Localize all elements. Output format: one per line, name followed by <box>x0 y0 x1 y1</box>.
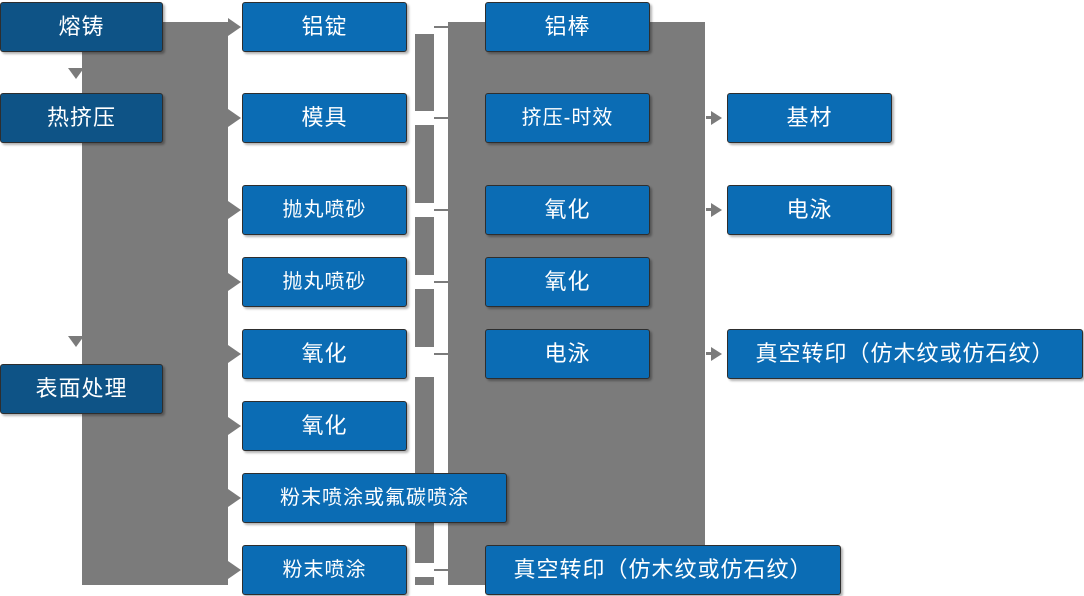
band-inner-gap <box>415 360 434 377</box>
process-label-powder-coating: 粉末喷涂 <box>282 559 367 581</box>
process-label-shotblast-1: 抛丸喷砂 <box>282 199 367 221</box>
process-box-oxidation-3[interactable]: 氧化 <box>485 185 650 235</box>
connector-line-2b <box>434 117 450 119</box>
output-box-substrate[interactable]: 基材 <box>727 93 892 143</box>
process-label-oxidation-2: 氧化 <box>301 413 348 438</box>
final-arrow-2 <box>711 203 722 217</box>
process-label-electrophoresis-1: 电泳 <box>544 341 591 366</box>
process-box-oxidation-2[interactable]: 氧化 <box>242 401 407 451</box>
process-label-ingot: 铝锭 <box>301 14 348 39</box>
final-arrow-stem-3 <box>706 352 715 355</box>
process-label-extrusion-aging: 挤压-时效 <box>521 107 614 129</box>
stage-down-arrow-1 <box>68 68 84 79</box>
final-arrow-stem-2 <box>706 208 715 211</box>
surface-connector <box>163 388 183 390</box>
band-arrow-notch-7 <box>228 489 241 507</box>
band-arrow-notch-2 <box>228 109 241 127</box>
output-label-substrate: 基材 <box>786 105 833 130</box>
band-arrow-notch-5 <box>228 345 241 363</box>
process-label-aluminum-bar: 铝棒 <box>544 14 591 39</box>
process-box-shotblast-2[interactable]: 抛丸喷砂 <box>242 257 407 307</box>
band-left-gap <box>434 22 448 585</box>
band-arrow-notch-4 <box>228 273 241 291</box>
band-arrow-notch-8 <box>228 561 241 579</box>
stage-box-hot-extrusion[interactable]: 热挤压 <box>0 93 163 143</box>
process-label-shotblast-2: 抛丸喷砂 <box>282 271 367 293</box>
process-box-powder-fluorocarbon[interactable]: 粉末喷涂或氟碳喷涂 <box>242 473 507 523</box>
stage-label-surface-treatment: 表面处理 <box>35 376 128 401</box>
output-label-electrophoresis: 电泳 <box>786 197 833 222</box>
process-box-oxidation-4[interactable]: 氧化 <box>485 257 650 307</box>
process-box-extrusion-aging[interactable]: 挤压-时效 <box>485 93 650 143</box>
process-box-aluminum-bar[interactable]: 铝棒 <box>485 2 650 52</box>
stage-box-surface-treatment[interactable]: 表面处理 <box>0 364 163 414</box>
process-label-powder-fluorocarbon: 粉末喷涂或氟碳喷涂 <box>280 487 469 509</box>
process-box-vacuum-transfer-bottom[interactable]: 真空转印（仿木纹或仿石纹） <box>485 545 841 595</box>
process-box-oxidation-1[interactable]: 氧化 <box>242 329 407 379</box>
connector-line-1b <box>434 26 450 28</box>
process-band-inner <box>415 22 434 585</box>
connector-line-4b <box>434 281 450 283</box>
final-arrow-1 <box>711 111 722 125</box>
final-arrow-stem-1 <box>706 116 715 119</box>
final-arrow-3 <box>711 347 722 361</box>
process-label-oxidation-3: 氧化 <box>544 197 591 222</box>
process-label-oxidation-4: 氧化 <box>544 269 591 294</box>
stage-down-arrow-2 <box>68 336 84 347</box>
process-label-vacuum-transfer-bottom: 真空转印（仿木纹或仿石纹） <box>513 557 813 582</box>
band-arrow-notch-3 <box>228 201 241 219</box>
connector-line-5b <box>434 353 450 355</box>
connector-line-3b <box>434 209 450 211</box>
process-box-powder-coating[interactable]: 粉末喷涂 <box>242 545 407 595</box>
output-label-vacuum-transfer: 真空转印（仿木纹或仿石纹） <box>755 341 1055 366</box>
process-box-electrophoresis-1[interactable]: 电泳 <box>485 329 650 379</box>
stage-label-hot-extrusion: 热挤压 <box>46 105 116 130</box>
process-box-die[interactable]: 模具 <box>242 93 407 143</box>
output-box-vacuum-transfer[interactable]: 真空转印（仿木纹或仿石纹） <box>727 329 1083 379</box>
connector-line-6b <box>434 569 450 571</box>
process-label-die: 模具 <box>301 105 348 130</box>
stage-box-melting[interactable]: 熔铸 <box>0 2 163 52</box>
process-label-oxidation-1: 氧化 <box>301 341 348 366</box>
band-arrow-notch-1 <box>228 18 241 36</box>
process-box-ingot[interactable]: 铝锭 <box>242 2 407 52</box>
band-arrow-notch-6 <box>228 417 241 435</box>
output-box-electrophoresis[interactable]: 电泳 <box>727 185 892 235</box>
stage-label-melting: 熔铸 <box>58 14 105 39</box>
process-box-shotblast-1[interactable]: 抛丸喷砂 <box>242 185 407 235</box>
